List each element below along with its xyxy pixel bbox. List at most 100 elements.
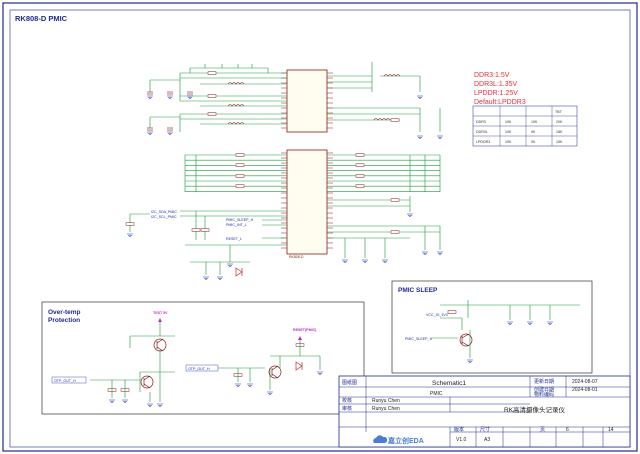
diode-group bbox=[235, 267, 243, 277]
wire bbox=[90, 379, 140, 398]
ddr-table-cell: 10K bbox=[505, 120, 512, 124]
over-temp-box bbox=[41, 301, 365, 415]
otp-out-label: OTP_OUT_H bbox=[54, 379, 76, 383]
left-wiring-upper bbox=[149, 72, 287, 132]
ground-symbol bbox=[203, 276, 209, 280]
ground-symbol bbox=[267, 391, 273, 395]
ddr-resistor-table: TBT DDR3 10K 10K 20K DDR3L 10K 0K 18K LP… bbox=[472, 105, 578, 147]
inductor bbox=[227, 104, 245, 107]
ground-symbol bbox=[167, 95, 173, 99]
pmic-sleep-box bbox=[391, 280, 593, 374]
version-value: V1.0 bbox=[456, 437, 467, 443]
ddr-table-cell: DDR3 bbox=[476, 120, 486, 124]
voltage-note-line: Default:LPDDR3 bbox=[474, 99, 526, 106]
wire bbox=[189, 67, 269, 73]
wire bbox=[195, 211, 206, 240]
otp-flag bbox=[51, 376, 87, 384]
inductor bbox=[227, 122, 245, 125]
sleep-vcc-label: VCC_IO_3V3 bbox=[426, 313, 448, 317]
ground-symbol bbox=[187, 95, 193, 99]
resistor bbox=[355, 153, 365, 157]
wire bbox=[409, 155, 441, 192]
transistor bbox=[140, 375, 154, 389]
wire bbox=[150, 79, 180, 118]
resistor bbox=[235, 153, 245, 157]
resistor bbox=[355, 163, 365, 167]
ground-symbol bbox=[157, 403, 163, 407]
diode bbox=[295, 361, 303, 371]
resistor bbox=[207, 71, 217, 75]
diode-group bbox=[295, 361, 303, 371]
wire bbox=[184, 155, 197, 192]
wire bbox=[204, 64, 253, 68]
wire bbox=[327, 225, 440, 239]
voltage-note-line: DDR3:1.5V bbox=[474, 72, 510, 79]
inductor bbox=[383, 74, 401, 77]
wire bbox=[440, 300, 580, 320]
ddr-table-cell: 15K bbox=[556, 140, 563, 144]
ground-symbol bbox=[217, 276, 223, 280]
wire bbox=[262, 219, 287, 239]
resistor bbox=[235, 184, 245, 188]
resistor bbox=[355, 184, 365, 188]
ground-symbol bbox=[122, 399, 128, 403]
drawing-value: Schematic1 bbox=[432, 380, 466, 387]
resistor bbox=[390, 198, 400, 202]
reset-point-label: RESET(PMIC) bbox=[293, 328, 317, 332]
resistor bbox=[390, 230, 400, 234]
over-temp-wiring bbox=[90, 322, 321, 402]
otp-labels: OTP_OUT_H OTP_OUT_H bbox=[51, 364, 219, 384]
ddr-table-cell: 10K bbox=[505, 130, 512, 134]
resistor bbox=[191, 228, 201, 232]
update-value: 2024-08-07 bbox=[572, 379, 598, 385]
ground-symbol bbox=[227, 263, 233, 267]
wire bbox=[129, 322, 175, 348]
inductor bbox=[373, 118, 391, 121]
sheet-inner-border bbox=[9, 9, 631, 448]
top-capacitor-row bbox=[189, 64, 269, 73]
over-temp-title: Protection bbox=[48, 317, 80, 324]
transistor-group bbox=[459, 333, 473, 347]
project-name: RK高清摄像头记录仪 bbox=[504, 405, 566, 414]
resistor bbox=[235, 163, 245, 167]
wire bbox=[180, 113, 287, 125]
wire bbox=[270, 340, 321, 370]
ground-symbol bbox=[147, 95, 153, 99]
title-block-frame bbox=[338, 375, 631, 448]
review-label: 审核 bbox=[342, 405, 352, 412]
diode bbox=[235, 267, 243, 277]
pmic-chip-lower bbox=[286, 149, 328, 255]
ground-symbol bbox=[362, 259, 368, 263]
ddr-table-cell: 0K bbox=[531, 130, 536, 134]
resistor bbox=[355, 174, 365, 178]
page-name: PMIC bbox=[430, 391, 443, 397]
ground-symbol bbox=[422, 251, 428, 255]
transistor-lead bbox=[143, 375, 151, 389]
create-label: 创建日期 bbox=[534, 386, 554, 393]
ground-symbol bbox=[417, 95, 423, 99]
net-label-reset: RESET_L bbox=[226, 237, 242, 241]
otp-out-label: OTP_OUT_H bbox=[188, 367, 210, 371]
net-label-scl: I2C_SCL_PMIC bbox=[151, 215, 177, 219]
transistor-group bbox=[140, 338, 282, 389]
transistor-lead bbox=[461, 333, 470, 347]
ground-symbol bbox=[547, 321, 553, 325]
net-label-int: PMIC_INT_L bbox=[226, 223, 247, 227]
over-temp-title: Over-temp bbox=[48, 309, 81, 316]
update-label: 更新日期 bbox=[534, 378, 554, 385]
ground-symbol-group bbox=[109, 95, 553, 407]
reset-point-marker bbox=[298, 336, 302, 340]
wire bbox=[139, 350, 175, 392]
net-label-sda: I2C_SDA_PMIC bbox=[151, 210, 177, 214]
pmic-sleep-title: PMIC SLEEP bbox=[398, 287, 438, 294]
size-label: 尺寸 bbox=[480, 426, 490, 433]
pmic-sleep-section: PMIC SLEEP PMIC_SLEEP_H VCC_IO_3V3 bbox=[391, 280, 593, 374]
control-nets: I2C_SDA_PMIC I2C_SCL_PMIC PMIC_SLEEP_H P… bbox=[151, 210, 254, 241]
wire bbox=[344, 226, 441, 258]
title-block: 图纸图 Schematic1 更新日期 2024-08-07 创建日期 2024… bbox=[338, 375, 631, 448]
ground-symbol bbox=[437, 135, 443, 139]
eda-logo: 嘉立创EDA bbox=[373, 435, 424, 445]
create-value: 2024-08-01 bbox=[572, 387, 598, 393]
sheet-number: 6 bbox=[566, 427, 569, 433]
